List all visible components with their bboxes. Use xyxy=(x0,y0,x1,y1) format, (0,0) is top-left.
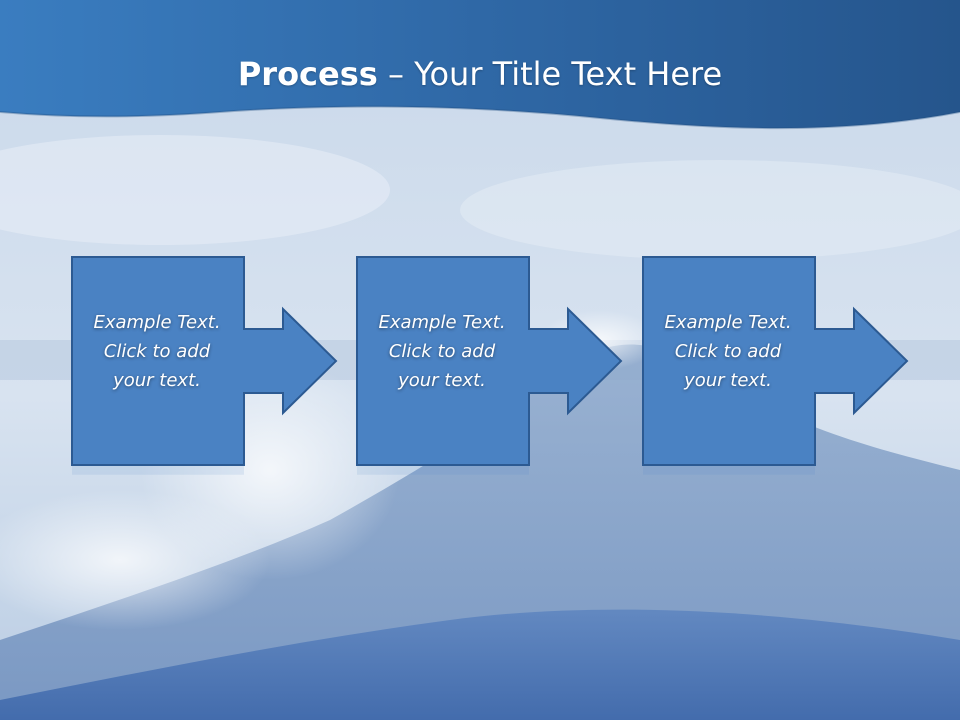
title-rest: – Your Title Text Here xyxy=(377,55,723,93)
title-bold-word: Process xyxy=(237,55,378,93)
step-3-text[interactable]: Example Text. Click to add your text. xyxy=(664,312,792,391)
step-1-text[interactable]: Example Text. Click to add your text. xyxy=(93,312,221,391)
process-step-2[interactable]: Example Text. Click to add your text. xyxy=(356,256,636,556)
step-2-text[interactable]: Example Text. Click to add your text. xyxy=(378,312,506,391)
slide-title[interactable]: Process – Your Title Text Here xyxy=(0,52,960,96)
process-step-1[interactable]: Example Text. Click to add your text. xyxy=(71,256,351,556)
arrow-box-shape xyxy=(71,256,338,475)
arrow-box-shape xyxy=(642,256,909,475)
arrow-box-shape xyxy=(356,256,623,475)
process-step-3[interactable]: Example Text. Click to add your text. xyxy=(642,256,922,556)
